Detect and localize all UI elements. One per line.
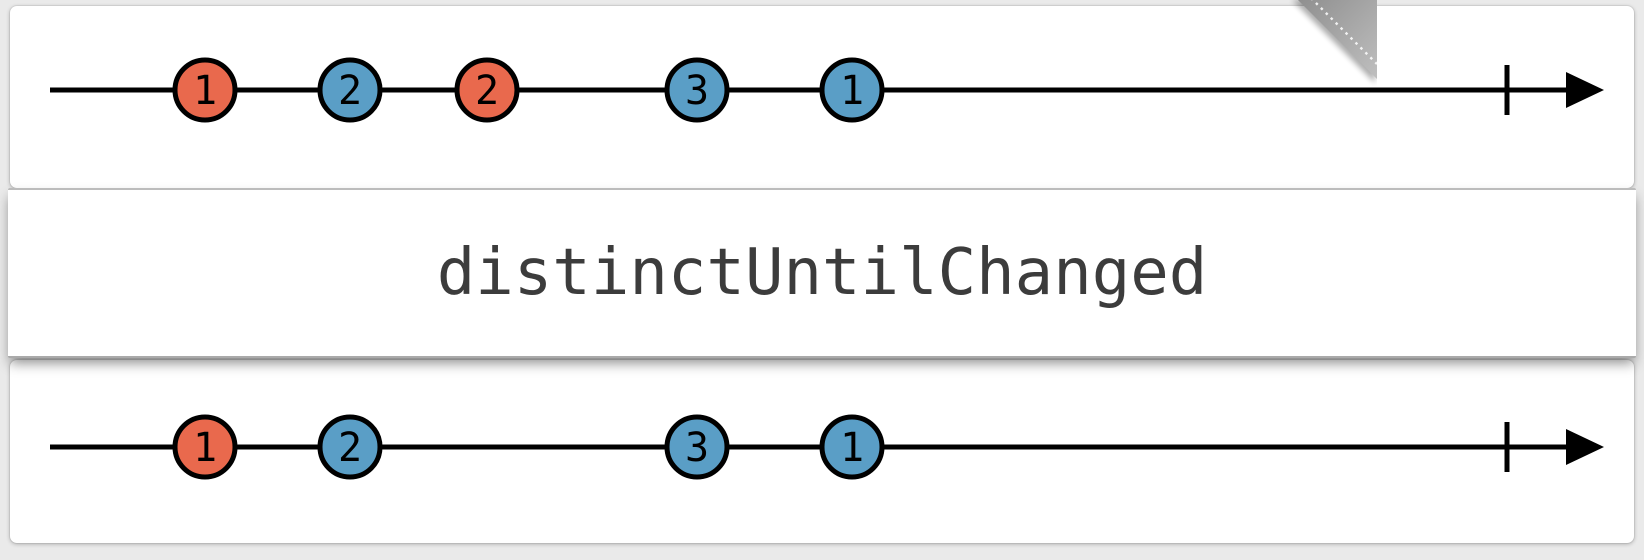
marble: 1 <box>819 414 885 480</box>
marble-value: 3 <box>685 68 709 114</box>
marble-value: 3 <box>685 425 709 471</box>
input-stream-diagram: 1 2 2 3 1 <box>50 57 1604 123</box>
marble[interactable]: 2 <box>454 57 520 123</box>
marble-value: 1 <box>840 425 864 471</box>
marble[interactable]: 1 <box>172 57 238 123</box>
timeline-arrowhead-icon <box>1566 72 1604 108</box>
operator-label: distinctUntilChanged <box>436 236 1208 310</box>
output-stream-panel: 1 2 3 1 <box>10 360 1634 543</box>
github-corner-ribbon[interactable] <box>1177 0 1377 100</box>
marble: 3 <box>664 414 730 480</box>
ribbon-band <box>1298 0 1377 79</box>
input-stream-panel: 1 2 2 3 1 <box>10 6 1634 188</box>
marble-circle[interactable] <box>819 57 885 123</box>
marble: 2 <box>317 414 383 480</box>
marble-value: 1 <box>193 425 217 471</box>
operator-box: distinctUntilChanged <box>8 188 1636 358</box>
marble-value: 2 <box>338 425 362 471</box>
marble-circle <box>172 414 238 480</box>
ribbon-graphic <box>1292 0 1377 83</box>
marble[interactable]: 3 <box>664 57 730 123</box>
marble-value: 1 <box>840 68 864 114</box>
marble[interactable]: 2 <box>317 57 383 123</box>
marble-circle[interactable] <box>454 57 520 123</box>
marble-circle <box>819 414 885 480</box>
marble-circle[interactable] <box>172 57 238 123</box>
output-stream-diagram: 1 2 3 1 <box>50 414 1604 480</box>
marble-value: 2 <box>338 68 362 114</box>
marble-value: 1 <box>193 68 217 114</box>
marble-circle[interactable] <box>664 57 730 123</box>
marble-circle <box>664 414 730 480</box>
timeline-arrowhead-icon <box>1566 429 1604 465</box>
marble-circle[interactable] <box>317 57 383 123</box>
marble[interactable]: 1 <box>819 57 885 123</box>
marble-value: 2 <box>475 68 499 114</box>
marble-circle <box>317 414 383 480</box>
marble: 1 <box>172 414 238 480</box>
ribbon-dotted-line <box>1311 0 1377 65</box>
